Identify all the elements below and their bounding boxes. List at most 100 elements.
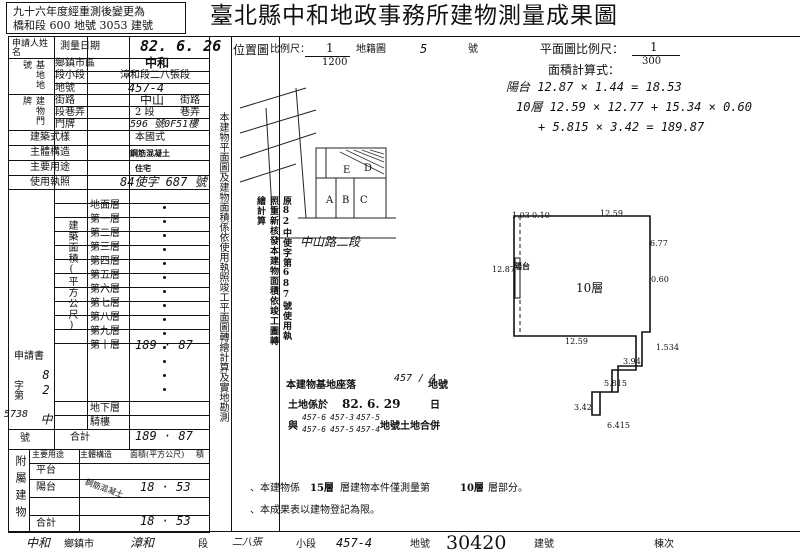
dim-bottom: 12.59 [565, 337, 588, 346]
area-calc-label: 面積計算式： [548, 63, 621, 77]
left-table [8, 36, 210, 533]
floor-dot [163, 290, 166, 293]
floor-name: 第二層 [90, 228, 120, 239]
dim-right-mid: 0.60 [651, 275, 669, 284]
stamp-label3b: 地號土地合併 [380, 421, 440, 432]
position-map [239, 87, 396, 239]
street-label: 街路 [55, 95, 75, 106]
attached-total-label: 合計 [36, 518, 56, 529]
survey-date-value: 82. 6. 26 [140, 37, 222, 55]
footer-sheet-label: 棟次 [654, 539, 674, 550]
stamp-label2b: 日 [430, 400, 440, 411]
dim-step-bottom: 6.415 [607, 421, 630, 430]
header-note-line1: 九十六年度經重測後變更為 [13, 5, 145, 18]
attached-total-value: 18 · 53 [140, 514, 191, 528]
map-parcel-line [295, 87, 307, 219]
dim-left: 12.87 [492, 265, 515, 274]
map-lot-C: C [360, 195, 368, 206]
calc-line1: 10層 12.59 × 12.77 + 15.34 × 0.60 [516, 100, 752, 114]
footnote1-suffix: 層部分。 [488, 483, 528, 494]
dim-step-left: 3.42 [574, 403, 592, 412]
dim-step-c: 5.815 [604, 379, 627, 388]
attached-area: 18 · 53 [140, 480, 191, 494]
footer-section-label: 段 [198, 539, 208, 550]
attached-header-use: 主要用途 [32, 450, 64, 459]
arcade-label: 騎樓 [90, 417, 110, 428]
floor-dot [163, 318, 166, 321]
lane-suffix: 巷弄 [180, 107, 200, 118]
footer-section: 漳和 [130, 536, 155, 550]
map-lot-D: D [364, 163, 373, 174]
top-rule [208, 36, 800, 37]
footer-rule [8, 531, 800, 532]
footer-landno: 457-4 [336, 536, 373, 550]
apply-no-value2: 82 中 [39, 368, 53, 426]
floor-dot [163, 206, 166, 209]
stamp-value1: 457 / 4 [394, 373, 437, 384]
map-hatch [369, 149, 385, 155]
footnote1-value: 15層 [310, 483, 334, 494]
doorno-value: 596 號0F51樓 [130, 119, 199, 130]
sheet-suffix: 號 [468, 44, 478, 55]
landno-value: 457-4 [128, 81, 165, 95]
floor-name: 第八層 [90, 312, 120, 323]
lane-label: 段巷弄 [55, 107, 85, 118]
map-lot-E: E [343, 165, 351, 176]
map-parcel-line [239, 109, 317, 134]
footnote2: 、本成果表以建物登記為限。 [250, 505, 380, 516]
calc-balcony: 陽台 12.87 × 1.44 = 18.53 [506, 80, 682, 94]
stamp-label3: 與 [288, 421, 298, 432]
attached-header-total: 積 [196, 450, 204, 459]
footer-building-no: 30420 [446, 532, 507, 554]
stamp-label1: 本建物基地座落 [286, 380, 356, 391]
floor-plan-outline [513, 215, 651, 416]
street-suffix: 街路 [180, 95, 200, 106]
attached-header-area: 面積(平方公尺) [130, 450, 185, 459]
attached-use: 平台 [36, 465, 56, 476]
license-value: 84使字 687 號 [120, 175, 207, 189]
map-hatch [361, 149, 385, 159]
stamp-value3-a: 457-6 [302, 413, 327, 422]
floor-dot [163, 332, 166, 335]
scale-num: 1 [326, 41, 334, 55]
lane-value: 2 段 [135, 107, 155, 118]
floor-dot [163, 360, 166, 363]
stamp-value4-a: 457-6 [302, 425, 327, 434]
total-label: 合計 [70, 432, 90, 443]
floor-dot [163, 388, 166, 391]
floor-name: 地面層 [90, 200, 120, 211]
floor-name: 第五層 [90, 270, 120, 281]
balcony-marker [514, 257, 521, 299]
plan-scale-num: 1 [650, 40, 658, 54]
attached-label: 附屬建物 [14, 455, 27, 523]
apply-no-label: 字第 [14, 381, 24, 402]
dim-step-b: 3.94 [623, 357, 641, 366]
stamp-value4-b: 457-5 [330, 425, 355, 434]
attached-header-struct: 主體構造 [80, 450, 112, 459]
map-lot-A: A [326, 195, 334, 206]
style-label: 建築式樣 [30, 132, 70, 143]
total-value: 189 · 87 [135, 429, 193, 443]
sheet-label: 地籍圖 [356, 44, 386, 55]
survey-date-label: 測量日期 [60, 41, 100, 52]
use-label: 主要用途 [30, 162, 70, 173]
scale-fraction-bar [305, 56, 350, 57]
floor-name: 第一層 [90, 214, 120, 225]
attached-use: 陽台 [36, 482, 56, 493]
floor-name: 第七層 [90, 298, 120, 309]
stamp-label2: 土地係於 [288, 400, 328, 411]
map-hatch [339, 151, 385, 175]
basement-label: 地下層 [90, 403, 120, 414]
floor-dot [163, 276, 166, 279]
dim-top: 12.59 [600, 209, 623, 218]
floor-plan [513, 215, 651, 416]
balcony-mark: 陽台 [514, 261, 530, 271]
floor-value: 189 · 87 [135, 338, 193, 352]
map-parcel-line [239, 132, 317, 159]
vertical-note: 本建物平面圖及建物面積係依使用執照竣工平面圖轉繪計算及實地勘測 [217, 112, 228, 422]
map-lot-B: B [342, 195, 350, 206]
footer-town-label: 鄉鎮市 [64, 539, 94, 550]
floor-name: 第十層 [90, 340, 120, 351]
floor-dot [163, 234, 166, 237]
map-parcel-line [239, 163, 297, 183]
